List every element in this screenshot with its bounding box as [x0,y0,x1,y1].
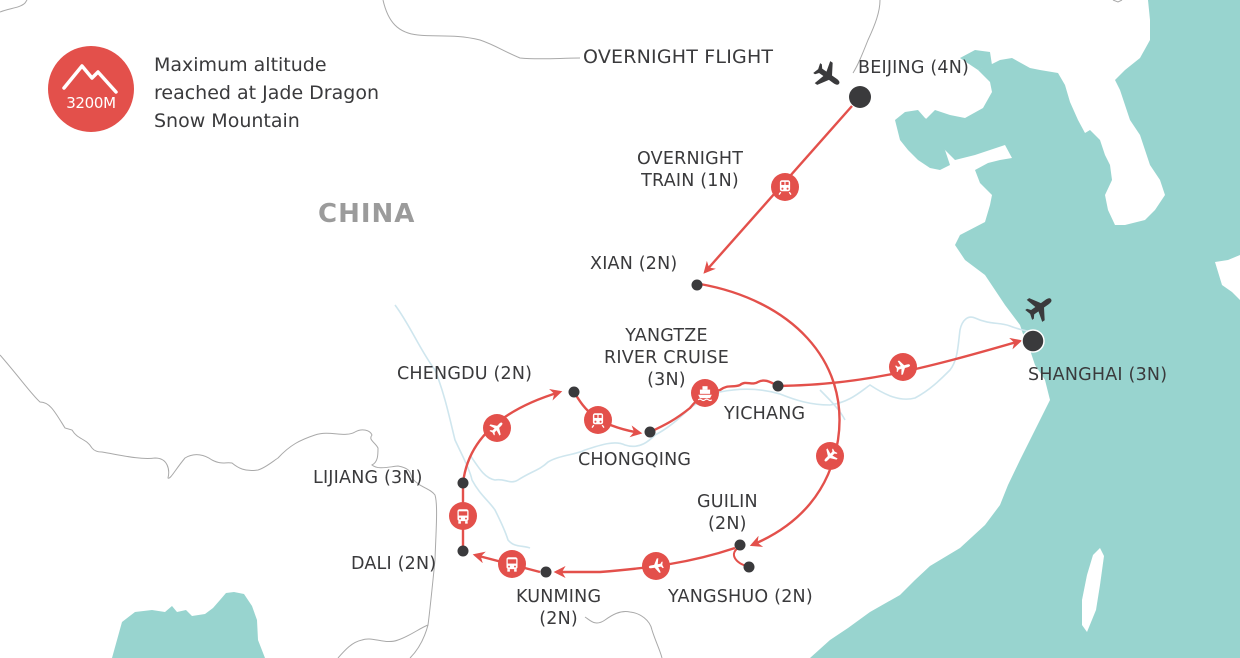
label-line: OVERNIGHT [637,149,744,169]
altitude-badge: 3200M [48,46,134,132]
overnight-flight-icons [808,57,1052,322]
marker-beijing [849,86,871,108]
label-yangshuo: YANGSHUO (2N) [668,587,813,607]
train-icon [584,406,612,434]
train-icon [771,173,799,201]
marker-guilin [734,539,746,551]
label-lijiang: LIJIANG (3N) [313,468,423,488]
label-chongqing: CHONGQING [578,450,692,470]
altitude-description: Maximum altitude reached at Jade Dragon … [154,51,379,135]
label-beijing: BEIJING (4N) [858,58,970,78]
east-sea [810,0,1240,658]
marker-yangshuo [743,561,755,573]
mountain-icon [62,64,118,94]
label-xian: XIAN (2N) [590,254,678,274]
label-shanghai: SHANGHAI (3N) [1028,365,1168,385]
marker-chengdu [568,386,580,398]
bus-icon [498,550,526,578]
label-line: TRAIN (1N) [641,171,739,191]
label-line: (2N) [708,514,747,534]
label-line: GUILIN [697,492,758,512]
marker-kunming [540,566,552,578]
marker-lijiang [457,477,469,489]
label-line: (3N) [647,370,686,390]
label-line: RIVER CRUISE [604,348,729,368]
legend-line: reached at Jade Dragon [154,82,379,104]
label-line: (2N) [539,609,578,629]
route-xian-guilin [699,282,841,547]
taiwan [1082,548,1104,632]
plane-icon [813,61,840,85]
label-line: YANGTZE [625,326,708,346]
southwest-sea [112,592,265,658]
marker-yichang [772,380,784,392]
route-lijiang-chengdu [461,389,563,484]
marker-xian [691,279,703,291]
label-guilin: GUILIN (2N) [697,491,758,535]
label-line: KUNMING [516,587,602,607]
transport-icons [449,173,917,580]
label-overnight-train: OVERNIGHT TRAIN (1N) [637,148,743,192]
legend-line: Maximum altitude [154,54,327,76]
ship-icon [691,379,719,407]
altitude-value: 3200M [66,94,116,112]
country-label: CHINA [318,199,416,229]
japan-fragment [1215,255,1240,300]
marker-shanghai [1021,329,1045,353]
label-kunming: KUNMING (2N) [516,586,601,630]
bus-icon [449,502,477,530]
label-yangtze-cruise: YANGTZE RIVER CRUISE (3N) [604,325,729,391]
label-dali: DALI (2N) [351,554,437,574]
bohai-upper [960,50,992,70]
label-chengdu: CHENGDU (2N) [397,364,533,384]
plane-icon [642,552,670,580]
plane-icon [816,442,844,470]
route-chongqing-yichang [649,379,779,434]
bohai-sea [895,110,950,170]
plane-icon [1025,298,1052,322]
marker-chongqing [644,426,656,438]
sea-layer [112,0,1240,658]
stop-markers [457,86,1045,578]
plane-icon [889,353,917,381]
marker-dali [457,545,469,557]
borders [0,0,1123,658]
legend-line: Snow Mountain [154,110,300,132]
label-yichang: YICHANG [724,404,806,424]
plane-icon [483,414,511,442]
overnight-flight-label: OVERNIGHT FLIGHT [583,46,774,68]
altitude-legend: 3200M Maximum altitude reached at Jade D… [48,46,379,135]
